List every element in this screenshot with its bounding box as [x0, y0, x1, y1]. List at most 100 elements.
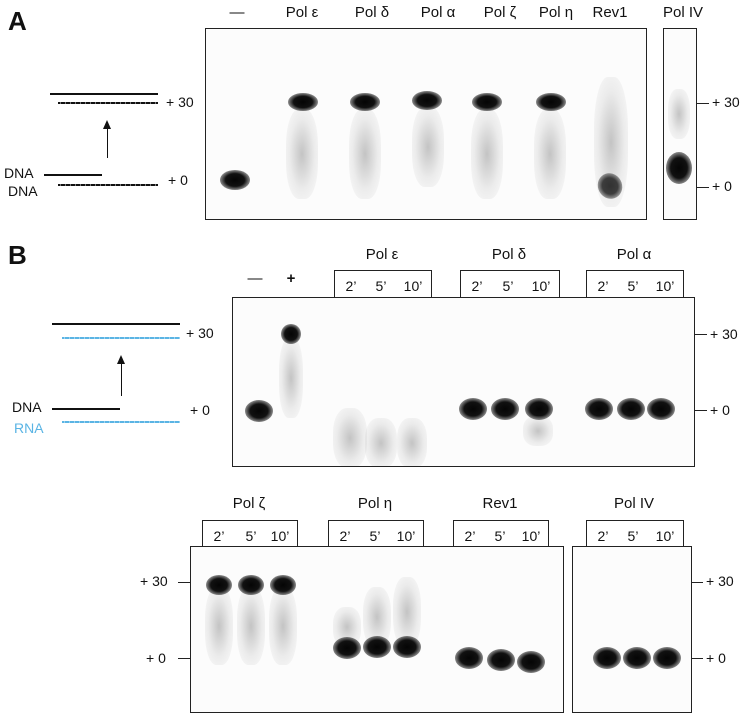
- band-pol-eta-2: [333, 637, 361, 659]
- label-b-bottom-right-plus30: + 30: [706, 573, 734, 589]
- band-pol-zeta-5-plus30: [238, 575, 264, 595]
- band-b-pos-plus30: [281, 324, 301, 344]
- band-rev1-10: [517, 651, 545, 673]
- label-b-top-plus30: + 30: [710, 326, 738, 342]
- schematic-a-dna-primer: DNA: [4, 165, 34, 181]
- schematic-b-rna: RNA: [14, 420, 44, 436]
- smear-pol-zeta-10: [269, 587, 297, 665]
- schematic-a-primer-strand: [44, 174, 102, 176]
- panel-a-letter: A: [8, 6, 27, 36]
- band-pol-eta-plus30: [536, 93, 566, 111]
- time-pol-delta-5: 5’: [502, 278, 514, 294]
- band-pol-iv-10: [653, 647, 681, 669]
- band-pol-alpha-plus30: [412, 91, 442, 110]
- bracket-pol-eta: [328, 520, 424, 547]
- band-pol-delta-5: [491, 398, 519, 420]
- lane-label-neg: —: [229, 4, 245, 21]
- bracket-pol-delta: [460, 270, 560, 297]
- time-rev1-10: 10’: [521, 528, 541, 544]
- time-pol-delta-2: 2’: [471, 278, 483, 294]
- band-pol-alpha-2: [585, 398, 613, 420]
- group-label-rev1: Rev1: [482, 495, 518, 512]
- smear-pol-zeta-2: [205, 587, 233, 665]
- schematic-b-dna: DNA: [12, 399, 42, 415]
- label-b-bottom-right-plus0: + 0: [706, 650, 726, 666]
- label-b-top-plus0: + 0: [710, 402, 730, 418]
- lane-label-pol-eta: Pol η: [538, 4, 574, 21]
- band-pol-alpha-10: [647, 398, 675, 420]
- panel-b-letter: B: [8, 240, 27, 270]
- arrow-shaft: [107, 128, 108, 158]
- smear-pol-alpha: [412, 107, 444, 187]
- smear-pol-iv: [668, 89, 690, 139]
- time-pol-alpha-2: 2’: [597, 278, 609, 294]
- smear-pol-eta: [534, 109, 566, 199]
- time-pol-iv-2: 2’: [597, 528, 609, 544]
- time-pol-eta-5: 5’: [369, 528, 381, 544]
- label-a-right-plus30: + 30: [712, 94, 740, 110]
- schematic-b-plus0: + 0: [190, 402, 210, 418]
- tick-b-top-plus30: [695, 334, 707, 335]
- band-pol-iv-5: [623, 647, 651, 669]
- time-rev1-5: 5’: [494, 528, 506, 544]
- smear-pol-epsilon-10: [397, 418, 427, 466]
- group-label-pol-eta: Pol η: [357, 495, 393, 512]
- time-pol-iv-5: 5’: [627, 528, 639, 544]
- bracket-pol-alpha: [586, 270, 684, 297]
- lane-label-pol-zeta: Pol ζ: [483, 4, 517, 21]
- band-pol-epsilon-plus30: [288, 93, 318, 111]
- schematic-b-rna-extended: [62, 337, 180, 339]
- lane-label-pol-delta: Pol δ: [354, 4, 390, 21]
- bracket-rev1: [453, 520, 549, 547]
- group-label-pol-delta: Pol δ: [491, 246, 527, 263]
- tick-a-plus30: [697, 103, 709, 104]
- schematic-a-plus30: + 30: [166, 94, 194, 110]
- lane-label-pol-iv: Pol IV: [662, 4, 704, 21]
- tick-b-bottom-right-plus30: [691, 582, 703, 583]
- band-pol-iv-2: [593, 647, 621, 669]
- time-pol-alpha-5: 5’: [627, 278, 639, 294]
- time-pol-epsilon-2: 2’: [345, 278, 357, 294]
- tick-b-bottom-left-plus30: [178, 582, 190, 583]
- band-pol-zeta-plus30: [472, 93, 502, 111]
- time-pol-iv-10: 10’: [655, 528, 675, 544]
- gel-b-bottom-pol-iv: [572, 546, 692, 713]
- time-pol-zeta-5: 5’: [245, 528, 257, 544]
- tick-b-bottom-left-plus0: [178, 658, 190, 659]
- label-b-bottom-left-plus0: + 0: [146, 650, 166, 666]
- label-b-bottom-left-plus30: + 30: [140, 573, 168, 589]
- band-neg-plus0: [220, 170, 250, 190]
- lane-label-b-pos: +: [286, 270, 296, 287]
- smear-pol-delta-10: [523, 416, 553, 446]
- time-pol-alpha-10: 10’: [655, 278, 675, 294]
- group-label-pol-zeta: Pol ζ: [232, 495, 266, 512]
- band-pol-zeta-10-plus30: [270, 575, 296, 595]
- smear-pol-zeta: [471, 109, 503, 199]
- arrow-up-icon: [103, 120, 111, 129]
- band-b-neg-plus0: [245, 400, 273, 422]
- time-pol-eta-2: 2’: [339, 528, 351, 544]
- group-label-pol-epsilon: Pol ε: [365, 246, 399, 263]
- arrow-up-icon: [117, 355, 125, 364]
- gel-b-top: [232, 297, 695, 467]
- band-pol-alpha-5: [617, 398, 645, 420]
- band-pol-zeta-2-plus30: [206, 575, 232, 595]
- time-pol-epsilon-5: 5’: [375, 278, 387, 294]
- label-a-right-plus0: + 0: [712, 178, 732, 194]
- schematic-b-rna-template: [62, 421, 180, 423]
- bracket-pol-zeta: [202, 520, 298, 547]
- tick-b-top-plus0: [695, 410, 707, 411]
- lane-label-pol-epsilon: Pol ε: [285, 4, 319, 21]
- time-pol-zeta-2: 2’: [213, 528, 225, 544]
- arrow-shaft: [121, 363, 122, 396]
- band-pol-eta-5: [363, 636, 391, 658]
- schematic-a-top-strand: [50, 93, 158, 95]
- schematic-b-plus30: + 30: [186, 325, 214, 341]
- smear-pol-epsilon-5: [365, 418, 397, 466]
- schematic-a-template: [58, 184, 158, 186]
- smear-pol-eta-10: [393, 577, 421, 647]
- bracket-pol-iv: [586, 520, 684, 547]
- band-rev1-2: [455, 647, 483, 669]
- group-label-pol-iv: Pol IV: [613, 495, 655, 512]
- band-rev1-5: [487, 649, 515, 671]
